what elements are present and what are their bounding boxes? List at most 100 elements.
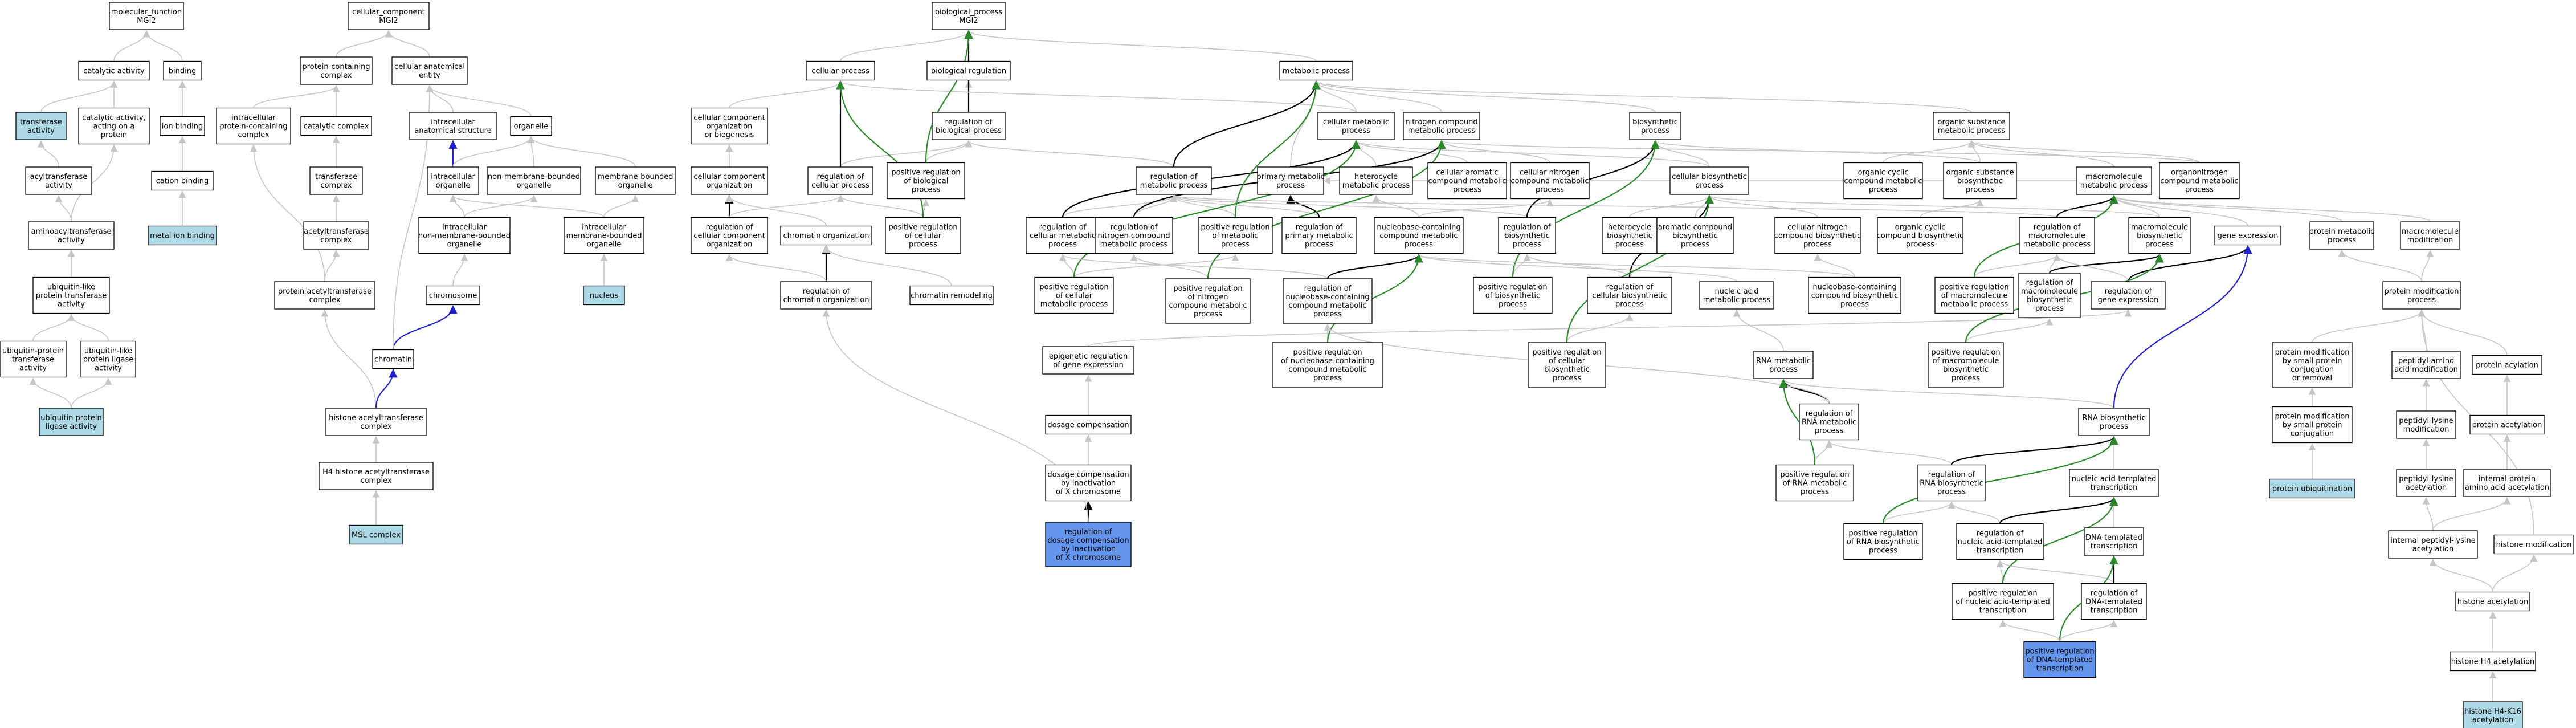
term-node-chromatin[interactable]: chromatin	[372, 349, 414, 369]
term-node-dosagecomp[interactable]: dosage compensation	[1045, 414, 1132, 435]
term-node-protacyl[interactable]: protein acylation	[2472, 355, 2542, 375]
term-node-organelle[interactable]: organelle	[510, 116, 552, 136]
term-node-nucleus[interactable]: nucleus	[583, 285, 625, 306]
term-node-protacetyl[interactable]: protein acetylation	[2469, 414, 2545, 435]
term-node-histacetylation[interactable]: histone acetylation	[2455, 591, 2530, 612]
term-node-cat[interactable]: catalytic activity	[78, 60, 150, 81]
term-node-catcomplex[interactable]: catalytic complex	[300, 116, 372, 136]
term-node-metalion[interactable]: metal ion binding	[148, 225, 217, 246]
term-node-binding[interactable]: binding	[163, 60, 202, 81]
term-node-intranonmem[interactable]: intracellularnon-membrane-boundedorganel…	[418, 217, 511, 254]
term-node-chromosome[interactable]: chromosome	[426, 285, 480, 306]
term-node-histmod[interactable]: histone modification	[2493, 534, 2574, 555]
term-node-cellproc[interactable]: cellular process	[806, 60, 875, 81]
term-node-protubiq[interactable]: protein ubiquitination	[2269, 478, 2355, 499]
term-node-msl[interactable]: MSL complex	[349, 524, 403, 545]
term-node-ionbind[interactable]: ion binding	[160, 116, 205, 136]
term-node-geneexpr[interactable]: gene expression	[2214, 225, 2281, 246]
term-node-regmacrobiosynth[interactable]: regulation ofmacromoleculebiosyntheticpr…	[2018, 273, 2081, 318]
term-node-metproc[interactable]: metabolic process	[1279, 60, 1353, 81]
term-node-regnucbasemet[interactable]: regulation ofnucleobase-containingcompou…	[1283, 278, 1373, 324]
